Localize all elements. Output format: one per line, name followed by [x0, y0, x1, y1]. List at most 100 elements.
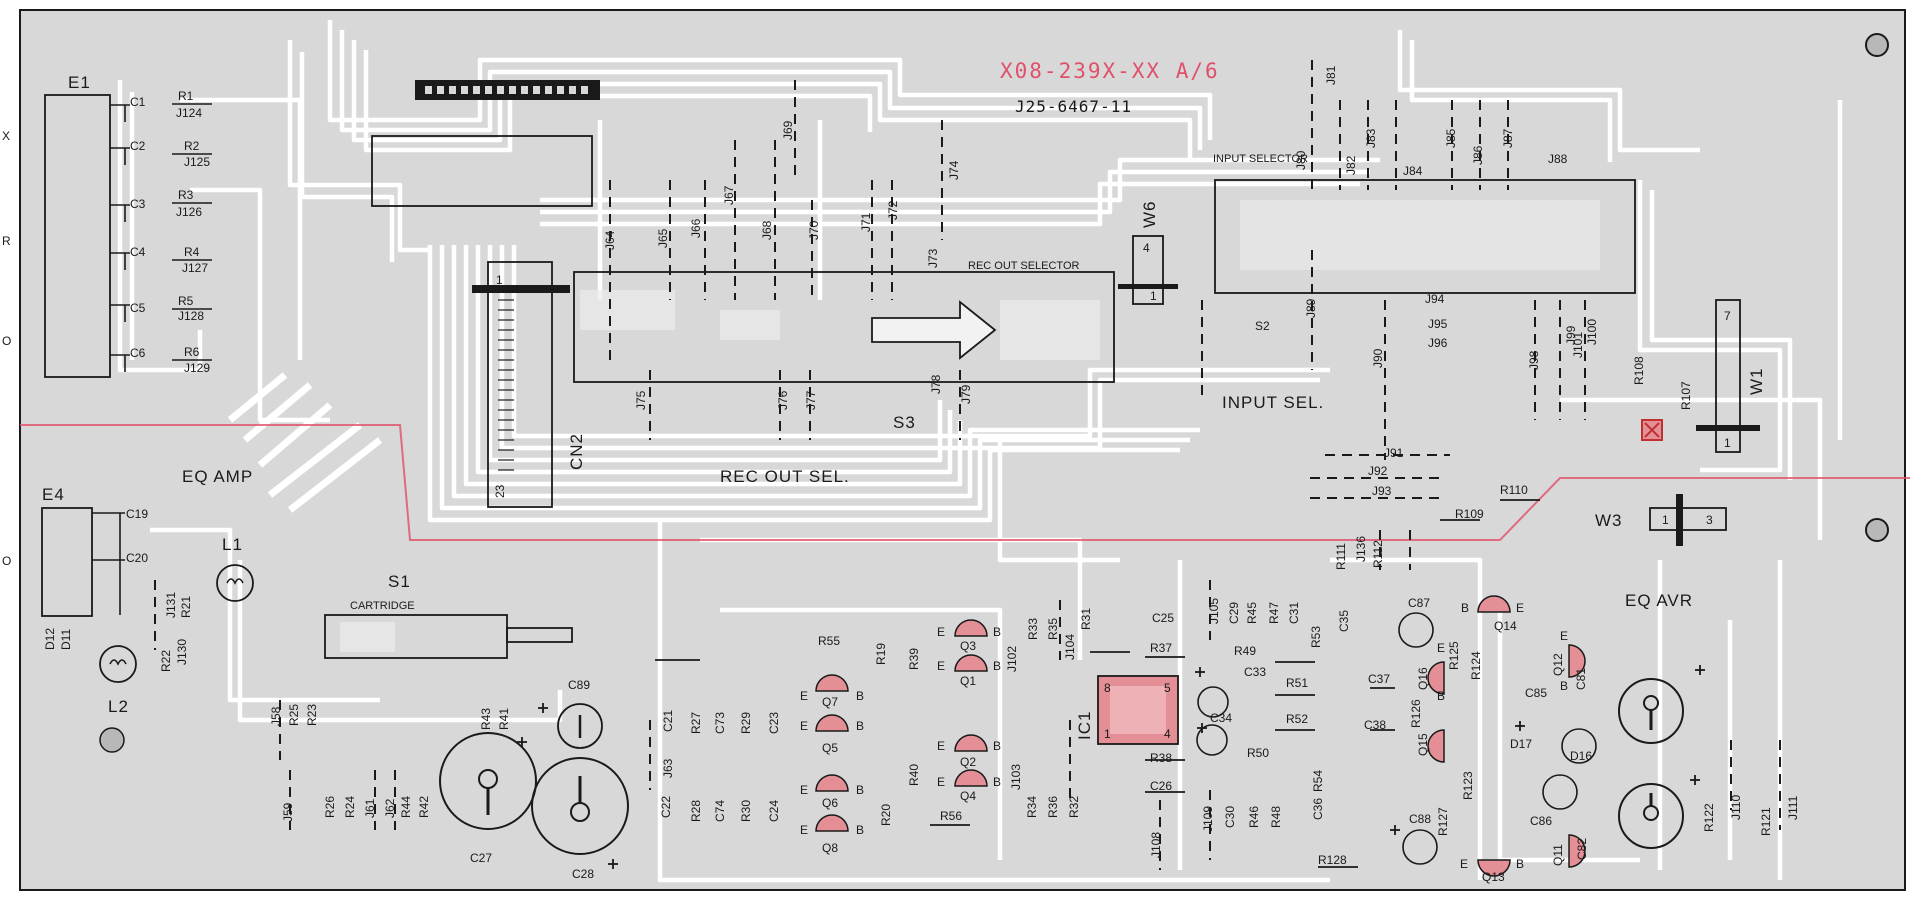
edge-mark-o2: O [2, 554, 11, 568]
input-selector-label: INPUT SELECTOR [1213, 153, 1308, 165]
svg-text:R39: R39 [907, 648, 921, 670]
pin-c3: C3 [130, 197, 146, 211]
svg-text:C86: C86 [1530, 814, 1552, 828]
svg-text:C88: C88 [1409, 812, 1431, 826]
svg-text:C30: C30 [1223, 806, 1237, 828]
svg-text:C87: C87 [1408, 596, 1430, 610]
svg-text:R38: R38 [1150, 751, 1172, 765]
svg-text:R121: R121 [1759, 807, 1773, 836]
transistor-q16: Q16 [1416, 667, 1430, 690]
svg-text:C24: C24 [767, 800, 781, 822]
svg-text:R45: R45 [1245, 602, 1259, 624]
jumper-j129: J129 [184, 361, 210, 375]
svg-text:C73: C73 [713, 712, 727, 734]
svg-text:B: B [856, 783, 864, 797]
cn2-pin-1: 1 [496, 273, 503, 287]
transistor-q4: Q4 [960, 789, 976, 803]
svg-text:J109: J109 [1201, 806, 1215, 832]
svg-text:R125: R125 [1447, 641, 1461, 670]
traces [117, 20, 1843, 883]
svg-text:J78: J78 [929, 374, 943, 394]
polarity-marks [517, 665, 1705, 869]
svg-text:J77: J77 [804, 390, 818, 410]
svg-text:R33: R33 [1026, 618, 1040, 640]
svg-text:J58: J58 [269, 706, 283, 726]
svg-text:J67: J67 [722, 185, 736, 205]
svg-text:R42: R42 [417, 796, 431, 818]
connector-w1 [1696, 299, 1760, 453]
svg-text:J65: J65 [656, 228, 670, 248]
svg-text:R108: R108 [1632, 356, 1646, 385]
j-labels-mid: J64 J65 J66 J67 J68 J69 J70 J71 J72 J73 … [603, 120, 961, 268]
svg-text:R26: R26 [323, 796, 337, 818]
amp-right-labels: C25 R37 J105 C29 R45 R47 C31 R53 C35 R49… [1149, 598, 1390, 867]
transistor-q2: Q2 [960, 755, 976, 769]
svg-text:J104: J104 [1063, 634, 1077, 660]
svg-text:R43: R43 [479, 708, 493, 730]
svg-text:B: B [1516, 857, 1524, 871]
svg-text:R51: R51 [1286, 676, 1308, 690]
svg-text:R48: R48 [1269, 806, 1283, 828]
ic-pin-8: 8 [1104, 681, 1111, 695]
svg-text:C38: C38 [1364, 718, 1386, 732]
resistor-r6: R6 [184, 345, 200, 359]
svg-text:R37: R37 [1150, 641, 1172, 655]
svg-text:J96: J96 [1428, 336, 1448, 350]
svg-text:J105: J105 [1207, 598, 1221, 624]
resistor-r3: R3 [178, 188, 194, 202]
svg-text:R19: R19 [874, 643, 888, 665]
svg-text:B: B [993, 739, 1001, 753]
edge-mark-x: X [2, 129, 10, 143]
svg-text:R30: R30 [739, 800, 753, 822]
svg-text:J83: J83 [1364, 128, 1378, 148]
ic-pin-1: 1 [1104, 727, 1111, 741]
svg-text:J136: J136 [1354, 536, 1368, 562]
svg-text:J70: J70 [807, 220, 821, 240]
transistor-q7: Q7 [822, 695, 838, 709]
svg-text:J101: J101 [1571, 332, 1585, 358]
svg-text:J61: J61 [363, 798, 377, 818]
mounting-hole-right [1865, 518, 1889, 542]
svg-text:R56: R56 [940, 809, 962, 823]
svg-text:E4: E4 [42, 485, 65, 504]
svg-text:J90: J90 [1371, 348, 1385, 368]
inductor-l1-label: L1 [222, 535, 243, 554]
svg-text:R54: R54 [1311, 770, 1325, 792]
part-code: X08-239X-XX A/6 [1000, 59, 1220, 83]
svg-text:R111: R111 [1334, 543, 1348, 570]
switch-s3 [573, 271, 1115, 383]
pin-c6: C6 [130, 346, 146, 360]
ic-pin-5: 5 [1164, 681, 1171, 695]
jumper-j128: J128 [178, 309, 204, 323]
connector-w3 [1649, 494, 1727, 546]
svg-text:J99: J99 [1564, 325, 1578, 345]
inductor-l2 [99, 645, 137, 683]
pin-c2: C2 [130, 139, 146, 153]
svg-text:J100: J100 [1585, 319, 1599, 345]
w6-pin-1: 1 [1150, 289, 1157, 303]
transistor-q1: Q1 [960, 674, 976, 688]
svg-text:R109: R109 [1455, 507, 1484, 521]
svg-text:R52: R52 [1286, 712, 1308, 726]
header-strip-pins [425, 86, 588, 94]
svg-text:E: E [800, 689, 808, 703]
svg-text:D17: D17 [1510, 737, 1532, 751]
section-divider-line [20, 424, 1910, 541]
hatch-marks [227, 372, 383, 513]
svg-text:J103: J103 [1009, 764, 1023, 790]
svg-text:J74: J74 [947, 160, 961, 180]
transistor-q12: Q12 [1551, 653, 1565, 676]
svg-text:J130: J130 [175, 639, 189, 665]
svg-text:J68: J68 [760, 220, 774, 240]
svg-text:J84: J84 [1403, 164, 1423, 178]
svg-text:B: B [856, 719, 864, 733]
svg-text:R44: R44 [399, 796, 413, 818]
jumper-j124: J124 [176, 106, 202, 120]
svg-text:C74: C74 [713, 800, 727, 822]
svg-text:C36: C36 [1311, 798, 1325, 820]
w1-label: W1 [1747, 368, 1766, 396]
transistors [815, 595, 1586, 877]
svg-text:J62: J62 [383, 798, 397, 818]
svg-text:B: B [993, 659, 1001, 673]
svg-text:C37: C37 [1368, 672, 1390, 686]
